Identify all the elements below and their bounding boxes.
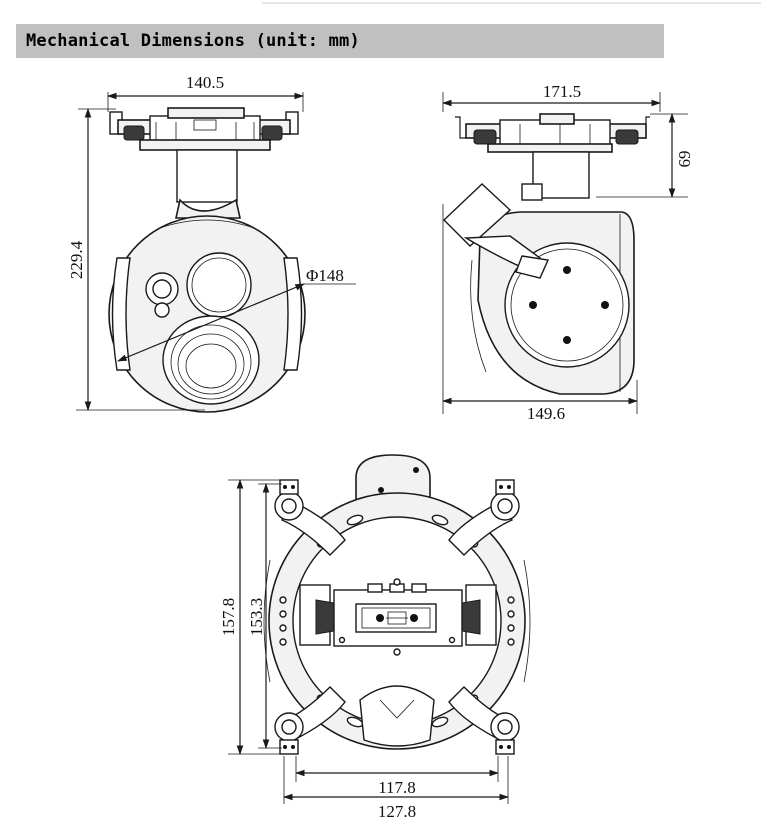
front-mount-plate: [109, 107, 299, 151]
center-clamp: [299, 578, 497, 656]
dim-ball-diameter: Φ148: [306, 266, 344, 285]
dim-top-inner-width: 117.8: [378, 778, 416, 797]
front-neck: [176, 149, 238, 203]
dim-front-height: 229.4: [67, 240, 86, 279]
section-title: Mechanical Dimensions (unit: mm): [26, 31, 360, 51]
top-mount-arms: [274, 479, 520, 755]
dim-side-width-top: 171.5: [543, 82, 581, 101]
zoom-lens: [162, 315, 260, 405]
dim-top-outer-width: 127.8: [378, 802, 416, 821]
dim-line-ball-diameter: [117, 283, 305, 362]
front-view: 140.5 229.4 Φ148: [67, 73, 356, 413]
dim-top-inner-height: 153.3: [247, 598, 266, 636]
side-mount-plate: [455, 113, 650, 153]
dim-top-outer-height: 157.8: [219, 598, 238, 636]
top-view: 157.8 153.3 117.8 127.8: [219, 454, 531, 821]
thermal-lens: [186, 252, 252, 318]
dim-side-width-bottom: 149.6: [527, 404, 565, 423]
side-arm: [442, 183, 512, 247]
section-header: Mechanical Dimensions (unit: mm): [16, 24, 664, 58]
dim-side-height-mount: 69: [675, 151, 694, 168]
dim-front-width: 140.5: [186, 73, 224, 92]
top-rule: [262, 2, 761, 4]
side-view: 171.5 69 149.6: [442, 82, 694, 423]
